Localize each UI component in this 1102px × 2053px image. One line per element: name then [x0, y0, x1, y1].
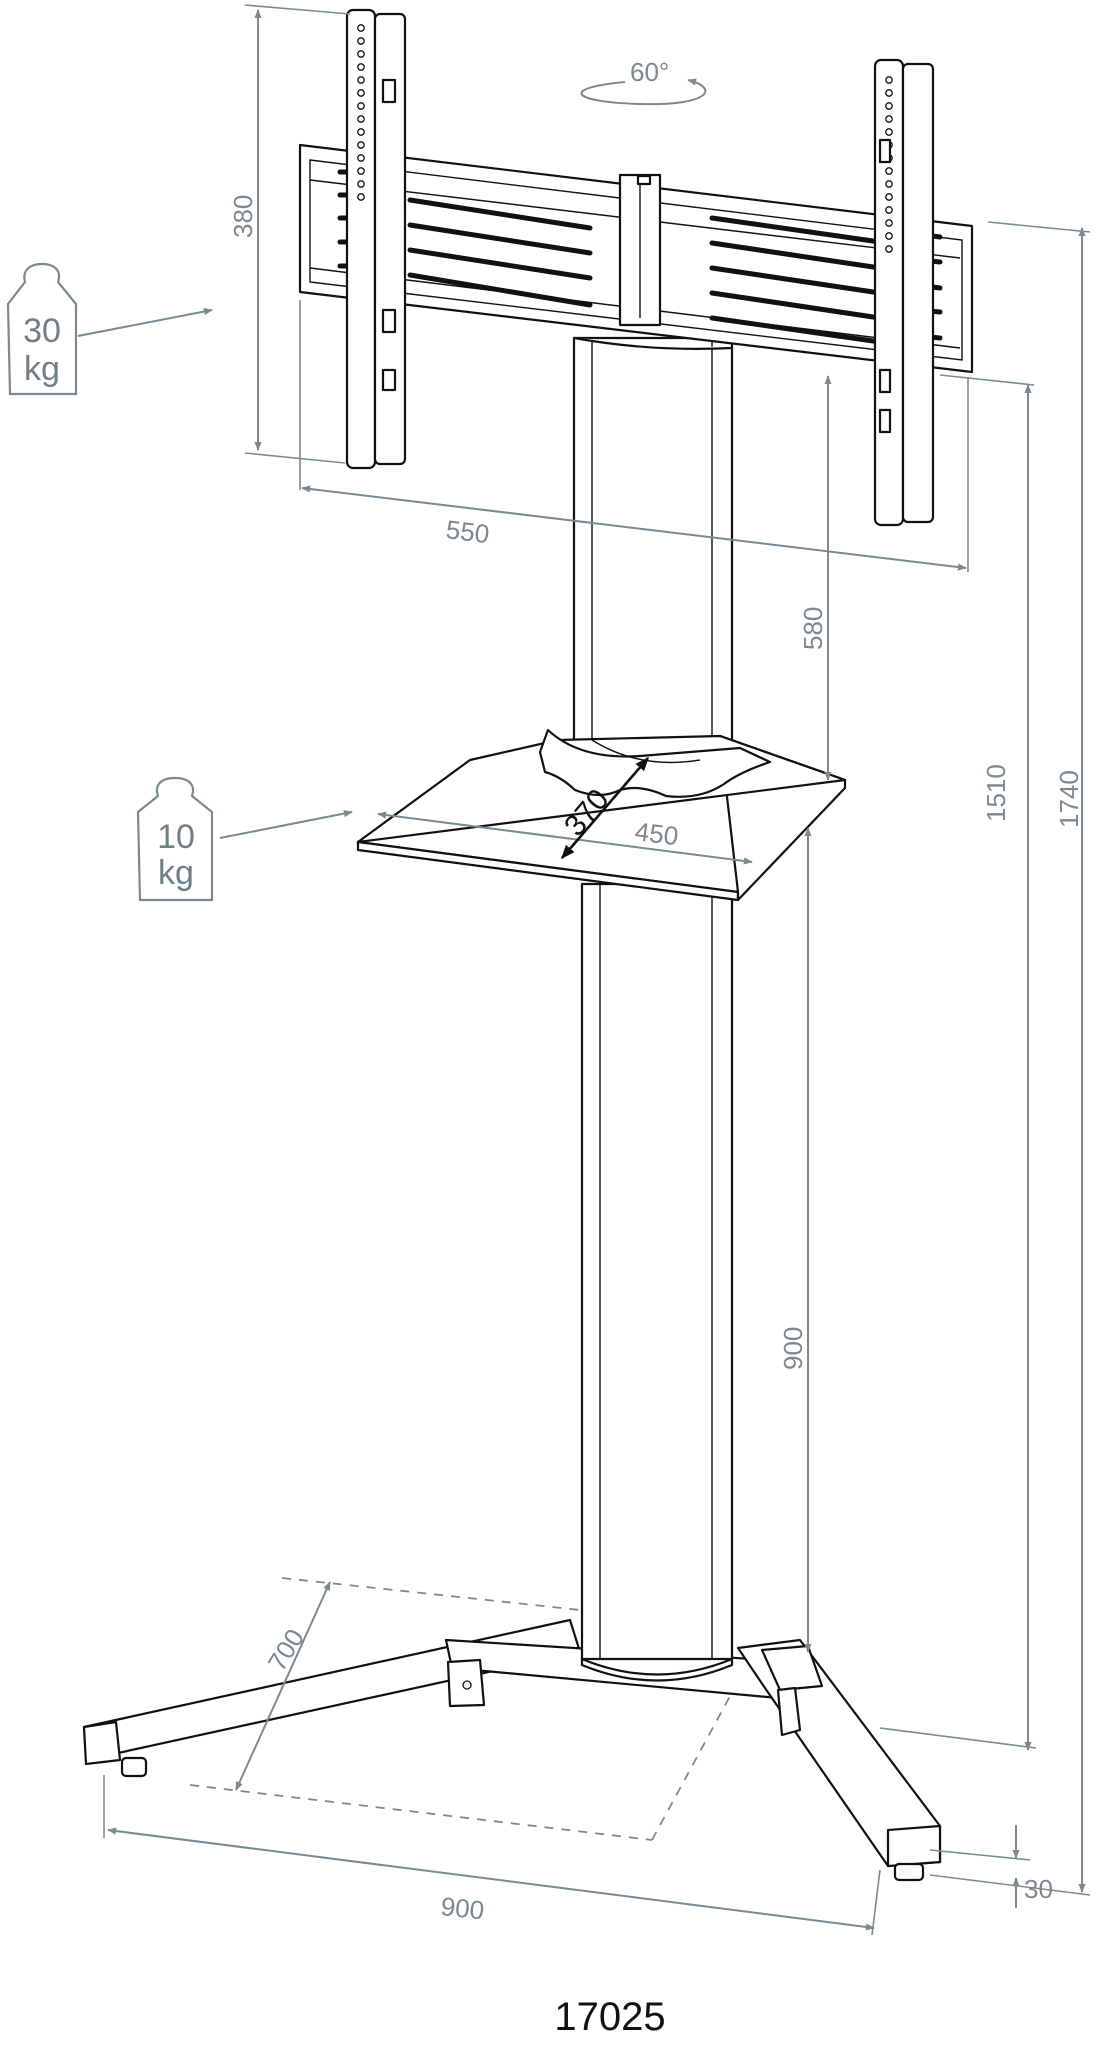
model-number: 17025	[554, 1995, 665, 2039]
mounting-hole	[885, 193, 893, 201]
dim-label-380: 380	[228, 195, 258, 238]
dim-label-30: 30	[1024, 1874, 1053, 1904]
column	[572, 336, 734, 1682]
mounting-hole	[885, 89, 893, 97]
mounting-hole	[357, 89, 365, 97]
weight-30kg: 30 kg	[6, 262, 213, 396]
mounting-hole	[357, 50, 365, 58]
mounting-hole	[885, 245, 893, 253]
dim-label-700: 700	[262, 1623, 310, 1676]
mounting-hole	[357, 102, 365, 110]
mounting-hole	[357, 115, 365, 123]
mounting-hole	[885, 180, 893, 188]
weight-icon	[6, 262, 78, 396]
weight-10-value: 10	[157, 818, 195, 856]
weight-30-value: 30	[23, 312, 61, 350]
weight-icon	[136, 776, 214, 902]
dim-label-450: 450	[633, 816, 680, 851]
mounting-hole	[885, 206, 893, 214]
mounting-hole	[357, 167, 365, 175]
rotation-label: 60°	[630, 57, 669, 87]
mounting-hole	[357, 37, 365, 45]
mounting-hole	[357, 24, 365, 32]
mounting-hole	[357, 141, 365, 149]
mounting-hole	[885, 219, 893, 227]
mounting-hole	[357, 180, 365, 188]
mounting-hole	[885, 128, 893, 136]
dimension-lines	[103, 4, 1091, 1936]
dim-label-580: 580	[798, 607, 828, 650]
mounting-hole	[357, 128, 365, 136]
weight-30-unit: kg	[24, 350, 60, 388]
mounting-hole	[885, 115, 893, 123]
wall-plate	[298, 143, 974, 374]
dim-label-900-horizontal: 900	[439, 1891, 485, 1925]
mounting-hole	[885, 102, 893, 110]
mounting-hole	[357, 193, 365, 201]
dim-label-1740: 1740	[1054, 770, 1084, 828]
rotation-indicator: 60°	[580, 57, 707, 106]
mounting-hole	[885, 232, 893, 240]
vesa-arm-right	[873, 58, 935, 527]
vesa-arm-left	[345, 8, 407, 470]
mounting-hole	[885, 76, 893, 84]
dim-label-900-vertical: 900	[778, 1327, 808, 1370]
weight-10kg: 10 kg	[136, 776, 353, 902]
mounting-hole	[357, 154, 365, 162]
dim-label-550: 550	[444, 514, 491, 549]
mounting-hole	[885, 167, 893, 175]
dim-label-1510: 1510	[981, 764, 1011, 822]
mounting-hole	[357, 63, 365, 71]
base-feet	[82, 1577, 942, 1882]
weight-10-unit: kg	[158, 854, 194, 892]
mounting-hole	[357, 76, 365, 84]
